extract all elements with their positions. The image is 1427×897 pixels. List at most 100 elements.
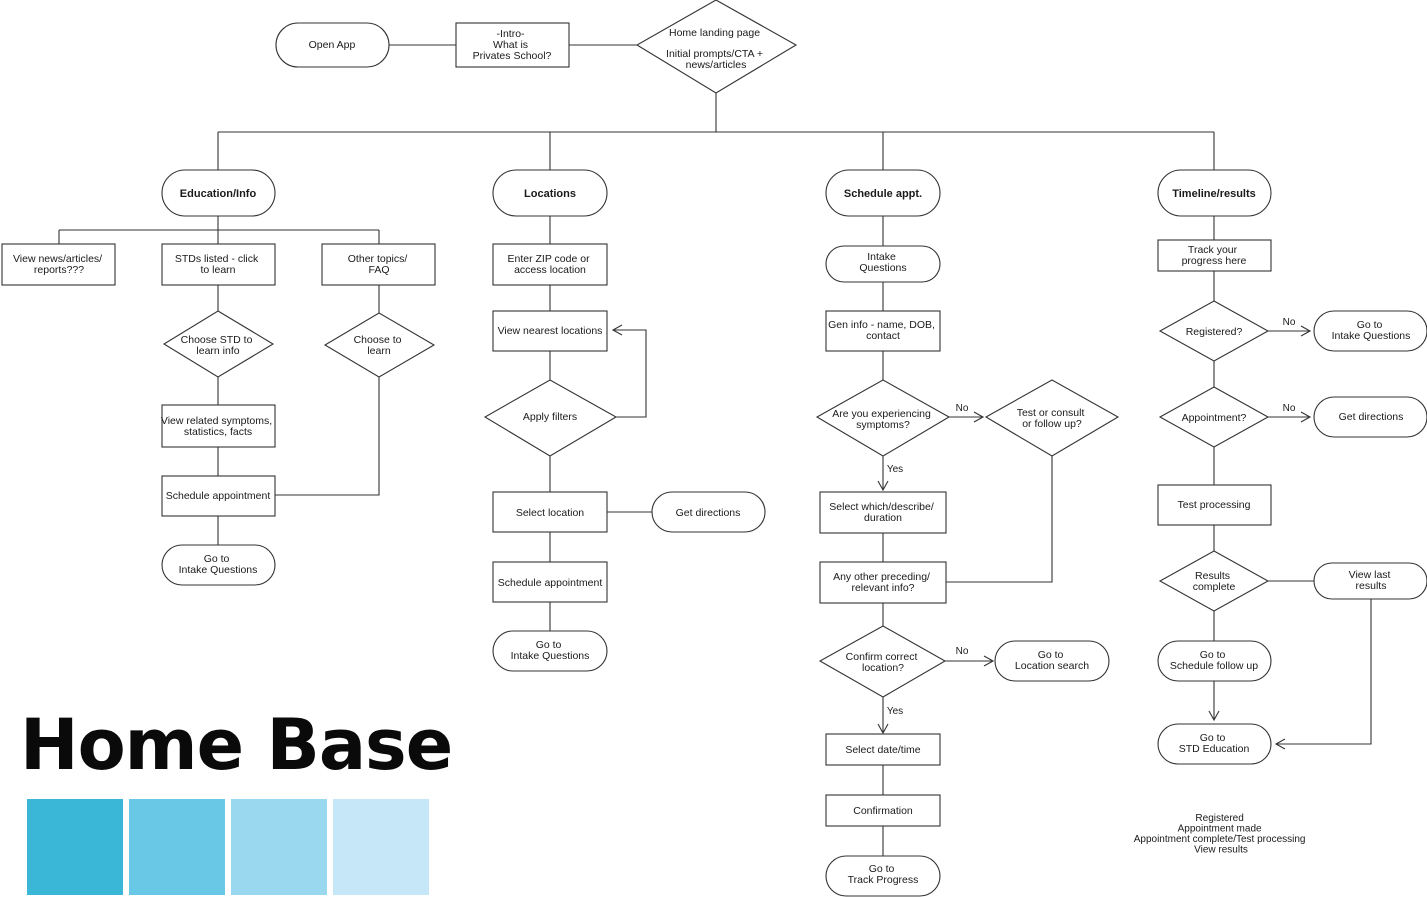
intake-questions-node: Intake Questions (825, 245, 941, 283)
node-label-line: FAQ (368, 264, 389, 276)
svg-text:Choose to learn: Choose to learn (354, 334, 405, 357)
svg-text:Go to Intake Questions: Go to Intake Questions (511, 639, 590, 662)
svg-text:STDs listed - click to l: STDs listed - click to learn (175, 253, 261, 276)
node-label-line: statistics, facts (184, 426, 252, 438)
enter-zip-node: Enter ZIP code or access location (492, 243, 608, 286)
node-label-line: Are you experiencing (832, 408, 931, 420)
node-label-line: Go to (1200, 649, 1226, 661)
svg-text:Locations: Locations (524, 188, 576, 200)
edge-label-yes: Yes (887, 706, 903, 717)
node-label-line: Enter ZIP code or (507, 253, 590, 265)
intro-node: -Intro- What is Privates School? (455, 22, 570, 68)
node-label: Education/Info (180, 188, 257, 200)
node-label-line: progress here (1182, 255, 1247, 267)
svg-text:-Intro- What is Pr: -Intro- What is Privates School? (473, 28, 552, 62)
node-label-line: symptoms? (856, 419, 910, 431)
svg-text:Choose STD to learn info: Choose STD to learn info (181, 334, 256, 357)
node-label-link: STD Education (1179, 743, 1250, 755)
node-label: Select date/time (845, 744, 920, 756)
goto-intake-edu-node: Go to Intake Questions (161, 544, 276, 586)
node-label-line: complete (1193, 581, 1236, 593)
node-label-line: or follow up? (1022, 418, 1082, 430)
node-label-line: Track your (1188, 244, 1238, 256)
svg-text:Go to Schedule follow up: Go to Schedule follow up (1170, 649, 1258, 672)
goto-std-education-node: Go to STD Education (1157, 723, 1272, 765)
legend-line: Appointment made (1178, 824, 1262, 835)
view-last-results-node: View last results (1313, 562, 1427, 600)
svg-text:Track your progress here: Track your progress here (1182, 244, 1247, 267)
node-label-line: Go to (204, 553, 230, 565)
svg-text:Gen info - name, DOB, co: Gen info - name, DOB, contact (828, 319, 938, 342)
other-topics-node: Other topics/ FAQ (321, 243, 436, 286)
node-label-line: Confirm correct (846, 651, 918, 663)
legend-line: Registered (1195, 813, 1243, 824)
node-label-line: relevant info? (851, 582, 914, 594)
svg-text:Test or consult or follo: Test or consult or follow up? (1017, 407, 1088, 430)
svg-text:Home landing page Initia: Home landing page Initial prompts/CTA + … (666, 27, 766, 71)
node-label-line: reports??? (34, 264, 84, 276)
svg-text:Any other preceding/ rel: Any other preceding/ relevant info? (833, 571, 933, 594)
get-directions-tl-node: Get directions (1313, 396, 1427, 438)
legend-line: Appointment complete/Test processing (1134, 834, 1306, 845)
svg-text:Registered Appointment m: Registered Appointment made Appointment … (1134, 813, 1309, 856)
node-label: Select location (516, 507, 584, 519)
stage-legend: Registered Appointment made Appointment … (1134, 813, 1309, 856)
node-label-line: View related symptoms, (161, 415, 272, 427)
node-label-line: location? (862, 662, 904, 674)
goto-schedule-followup-node: Go to Schedule follow up (1157, 640, 1272, 682)
svg-text:Are you experiencing sym: Are you experiencing symptoms? (832, 408, 934, 431)
node-label: Schedule appt. (844, 188, 922, 200)
brand-title: Home Base (20, 704, 453, 786)
node-label-line: Choose to (354, 334, 402, 346)
node-label-line: Gen info - name, DOB, (828, 319, 935, 331)
svg-text:Results complete: Results complete (1193, 570, 1236, 593)
svg-text:Select date/time: Select date/time (845, 744, 920, 756)
svg-text:Education/Info: Education/Info (180, 188, 257, 200)
node-label-link: Intake Questions (1332, 330, 1411, 342)
node-label-line: Choose STD to (181, 334, 253, 346)
goto-intake-loc-node: Go to Intake Questions (492, 630, 608, 672)
edge-label-no: No (1283, 317, 1296, 328)
color-swatch (129, 799, 225, 895)
node-label: Schedule appointment (166, 490, 271, 502)
node-label: Timeline/results (1172, 188, 1256, 200)
confirm-location-decision: Confirm correct location? (818, 625, 947, 698)
legend-line: View results (1194, 845, 1248, 856)
svg-text:Intake Questions: Intake Questions (859, 251, 906, 274)
get-directions-loc-node: Get directions (651, 491, 766, 533)
results-complete-decision: Results complete (1158, 550, 1270, 612)
edge-label-no: No (1283, 403, 1296, 414)
appointment-decision: Appointment? (1158, 386, 1270, 448)
svg-text:Schedule appointment: Schedule appointment (166, 490, 271, 502)
schedule-appointment-edu-node: Schedule appointment (161, 475, 276, 517)
node-label-link: Location search (1015, 660, 1089, 672)
color-swatch (27, 799, 123, 895)
svg-text:Apply filters: Apply filters (523, 411, 577, 423)
node-label-line: Go to (1357, 319, 1383, 331)
node-label-line: Go to (1038, 649, 1064, 661)
registered-decision: Registered? (1158, 300, 1270, 362)
home-landing-decision: Home landing page Initial prompts/CTA + … (635, 0, 798, 94)
node-label-link: Intake Questions (179, 564, 258, 576)
any-other-info-node: Any other preceding/ relevant info? (819, 561, 947, 604)
track-progress-node: Track your progress here (1157, 239, 1272, 272)
svg-text:Test processing: Test processing (1178, 499, 1251, 511)
node-label: View nearest locations (498, 325, 603, 337)
select-which-node: Select which/describe/ duration (819, 491, 947, 534)
svg-text:View related symptoms, s: View related symptoms, statistics, facts (161, 415, 275, 438)
gen-info-node: Gen info - name, DOB, contact (825, 310, 941, 352)
node-label-line: Any other preceding/ (833, 571, 930, 583)
node-label-line: View last (1349, 569, 1391, 581)
node-label-line: Questions (859, 262, 906, 274)
schedule-appointment-loc-node: Schedule appointment (492, 561, 608, 603)
test-processing-node: Test processing (1157, 484, 1272, 526)
node-label: Locations (524, 188, 576, 200)
node-label-line: access location (514, 264, 586, 276)
node-label-line: Initial prompts/CTA + (666, 48, 763, 60)
select-date-node: Select date/time (825, 733, 941, 766)
node-label-line: to learn (200, 264, 235, 276)
node-label-line: Go to (536, 639, 562, 651)
view-nearest-node: View nearest locations (492, 310, 608, 352)
choose-learn-decision: Choose to learn (323, 312, 436, 378)
svg-text:Go to STD Education: Go to STD Education (1179, 732, 1250, 755)
